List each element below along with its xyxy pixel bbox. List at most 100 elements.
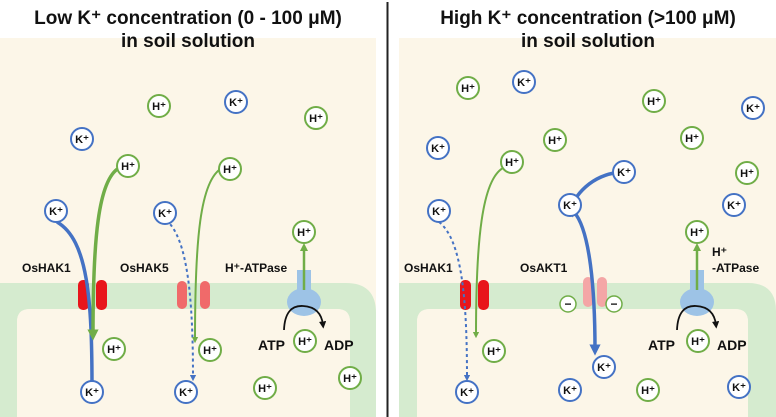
ion-k: K⁺	[558, 193, 582, 217]
ion-h: H⁺	[147, 94, 171, 118]
ion-h: H⁺	[680, 126, 704, 150]
svg-text:K⁺: K⁺	[229, 97, 243, 109]
ion-h: H⁺	[304, 106, 328, 130]
svg-text:H⁺: H⁺	[690, 227, 704, 239]
svg-text:H⁺: H⁺	[505, 157, 519, 169]
ion-k: K⁺	[741, 96, 765, 120]
oshak5-channel	[177, 281, 210, 309]
ion-h: H⁺	[253, 376, 277, 400]
label-atp: ATP	[648, 337, 675, 353]
ion-k: K⁺	[558, 378, 582, 402]
svg-text:H⁺: H⁺	[461, 83, 475, 95]
svg-text:K⁺: K⁺	[85, 387, 99, 399]
svg-text:K⁺: K⁺	[179, 387, 193, 399]
svg-text:−: −	[610, 297, 617, 311]
ion-k: K⁺	[612, 160, 636, 184]
ion-k: K⁺	[70, 127, 94, 151]
oshak1-channel	[460, 280, 489, 310]
h-cotransport-arrow	[87, 166, 121, 341]
svg-text:K⁺: K⁺	[158, 208, 172, 220]
ion-k: K⁺	[80, 380, 104, 404]
ion-h: H⁺	[482, 339, 506, 363]
panel-high-k: High K⁺ concentration (>100 μM) in soil …	[399, 8, 776, 417]
k-weak-uptake-arrow	[438, 221, 471, 382]
svg-text:K⁺: K⁺	[563, 385, 577, 397]
panel-title-line1: High K⁺ concentration (>100 μM)	[440, 8, 736, 29]
label-h-atpase-line1: H⁺	[712, 245, 727, 259]
svg-text:K⁺: K⁺	[517, 77, 531, 89]
panel-title-line2: in soil solution	[121, 31, 255, 52]
ion-k: K⁺	[727, 375, 751, 399]
svg-text:K⁺: K⁺	[732, 382, 746, 394]
svg-text:H⁺: H⁺	[641, 385, 655, 397]
ion-h: H⁺	[292, 220, 316, 244]
svg-text:H⁺: H⁺	[685, 133, 699, 145]
svg-text:K⁺: K⁺	[746, 103, 760, 115]
h-cotransport-thin-arrow	[472, 167, 504, 339]
ion-k: K⁺	[224, 90, 248, 114]
cell-membrane	[399, 283, 776, 417]
cell-membrane	[0, 283, 376, 417]
svg-text:H⁺: H⁺	[487, 346, 501, 358]
label-atp: ATP	[258, 337, 285, 353]
label-osakt1: OsAKT1	[520, 261, 568, 275]
ion-h: H⁺	[685, 220, 709, 244]
ion-h: H⁺	[116, 154, 140, 178]
ion-k: K⁺	[153, 201, 177, 225]
label-oshak5: OsHAK5	[120, 261, 169, 275]
osakt1-channel	[583, 277, 607, 307]
svg-text:H⁺: H⁺	[343, 373, 357, 385]
svg-text:H⁺: H⁺	[548, 135, 562, 147]
ion-h: H⁺	[456, 76, 480, 100]
ion-h: H⁺	[636, 378, 660, 402]
label-h-atpase-line2: -ATPase	[712, 261, 759, 275]
ion-h: H⁺	[500, 150, 524, 174]
svg-text:K⁺: K⁺	[49, 206, 63, 218]
svg-text:H⁺: H⁺	[309, 113, 323, 125]
ion-h: H⁺	[338, 366, 362, 390]
svg-text:H⁺: H⁺	[647, 96, 661, 108]
ion-h: H⁺	[198, 338, 222, 362]
ion-h: H⁺	[642, 89, 666, 113]
svg-text:−: −	[564, 297, 571, 311]
atp-hydrolysis-arrow	[283, 305, 327, 331]
label-h-atpase: H⁺-ATPase	[225, 261, 287, 275]
ion-k: K⁺	[426, 136, 450, 160]
svg-text:H⁺: H⁺	[121, 161, 135, 173]
k-weak-uptake-arrow	[165, 219, 197, 382]
ion-k: K⁺	[592, 355, 616, 379]
ion-k: K⁺	[427, 199, 451, 223]
svg-text:H⁺: H⁺	[258, 383, 272, 395]
svg-text:H⁺: H⁺	[223, 164, 237, 176]
svg-text:K⁺: K⁺	[431, 143, 445, 155]
k-channel-uptake-arrow	[572, 210, 601, 356]
label-adp: ADP	[717, 337, 747, 353]
h-cotransport-thin-arrow	[191, 167, 223, 344]
negative-charge: −	[605, 295, 623, 313]
svg-text:H⁺: H⁺	[691, 336, 705, 348]
ion-k: K⁺	[722, 193, 746, 217]
k-uptake-arrow	[56, 220, 98, 394]
atp-hydrolysis-arrow	[676, 305, 720, 331]
svg-text:H⁺: H⁺	[297, 227, 311, 239]
label-adp: ADP	[324, 337, 354, 353]
ion-h: H⁺	[218, 157, 242, 181]
ion-k: K⁺	[44, 199, 68, 223]
ion-h: H⁺	[543, 128, 567, 152]
svg-text:K⁺: K⁺	[460, 387, 474, 399]
panel-title-line1: Low K⁺ concentration (0 - 100 μM)	[34, 8, 342, 29]
svg-text:H⁺: H⁺	[107, 344, 121, 356]
svg-text:K⁺: K⁺	[432, 206, 446, 218]
svg-text:K⁺: K⁺	[75, 134, 89, 146]
svg-text:H⁺: H⁺	[298, 336, 312, 348]
ion-h: H⁺	[735, 161, 759, 185]
svg-text:H⁺: H⁺	[203, 345, 217, 357]
cytoplasm	[417, 309, 748, 417]
svg-text:K⁺: K⁺	[617, 167, 631, 179]
label-oshak1: OsHAK1	[22, 261, 71, 275]
ion-k: K⁺	[512, 70, 536, 94]
svg-text:K⁺: K⁺	[597, 362, 611, 374]
negative-charge: −	[559, 295, 577, 313]
